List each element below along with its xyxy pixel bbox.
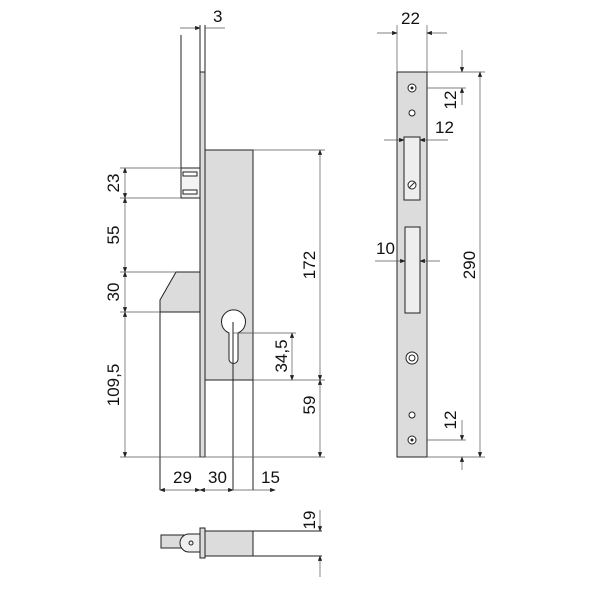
- dim-height: 290: [460, 251, 479, 279]
- bottom-view: 19: [160, 510, 323, 577]
- dim-latch-to-bolt: 55: [104, 226, 123, 245]
- dim-bolt: 30: [104, 283, 123, 302]
- deadbolt-front: [404, 226, 421, 314]
- dim-keyhole: 34,5: [272, 339, 291, 372]
- dim-thickness: 19: [300, 511, 319, 530]
- deadbolt: [159, 271, 201, 313]
- dim-bottom: 59: [300, 396, 319, 415]
- dim-backset: 30: [208, 468, 227, 487]
- front-view: 22 12 12 10 290 12: [375, 9, 485, 470]
- dim-bolt-to-bottom: 109,5: [104, 364, 123, 407]
- dim-bottom-screw: 12: [441, 411, 460, 430]
- dim-width: 22: [401, 9, 420, 28]
- dim-case-height: 172: [300, 251, 319, 279]
- dim-rear: 15: [261, 468, 280, 487]
- dim-top-screw: 12: [441, 91, 460, 110]
- dim-latch-width: 12: [435, 118, 454, 137]
- dim-faceplate-thickness: 3: [213, 7, 222, 26]
- dim-latch: 23: [104, 174, 123, 193]
- dim-bolt-throw: 29: [173, 468, 192, 487]
- dim-bolt-width: 10: [376, 239, 395, 258]
- side-view: 3 23 55 30 109,5 172 34,5 59 29 30 15: [104, 7, 325, 493]
- latch-front: [403, 136, 421, 201]
